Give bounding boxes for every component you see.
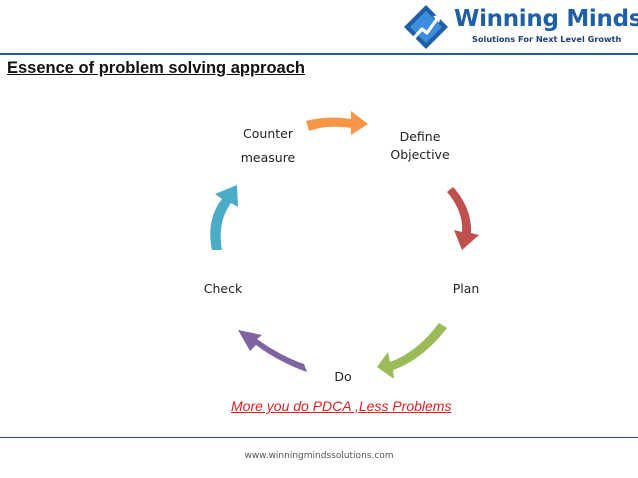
header-divider: [0, 53, 638, 55]
pdca-motto: More you do PDCA ,Less Problems: [231, 398, 452, 414]
arrow-counter-to-define: [306, 111, 368, 135]
step-define-objective: Define Objective: [390, 129, 450, 162]
brand-tagline: Solutions For Next Level Growth: [472, 34, 622, 44]
arrow-define-to-plan: [447, 187, 479, 250]
step-check: Check: [203, 281, 243, 296]
logo: Winning Minds Solutions For Next Level G…: [402, 4, 638, 50]
rising-arrow-icon: [404, 5, 448, 49]
page-title: Essence of problem solving approach: [7, 59, 305, 77]
arrow-plan-to-do: [377, 323, 447, 379]
brand-name: Winning Minds: [454, 6, 638, 32]
arrow-do-to-check: [238, 330, 307, 372]
step-plan: Plan: [452, 281, 480, 296]
step-counter-measure: Counter measure: [240, 126, 296, 165]
website-url: www.winningmindssolutions.com: [244, 451, 394, 461]
arrow-check-to-counter: [210, 185, 238, 250]
footer-divider: [0, 437, 638, 438]
step-do: Do: [334, 369, 352, 384]
